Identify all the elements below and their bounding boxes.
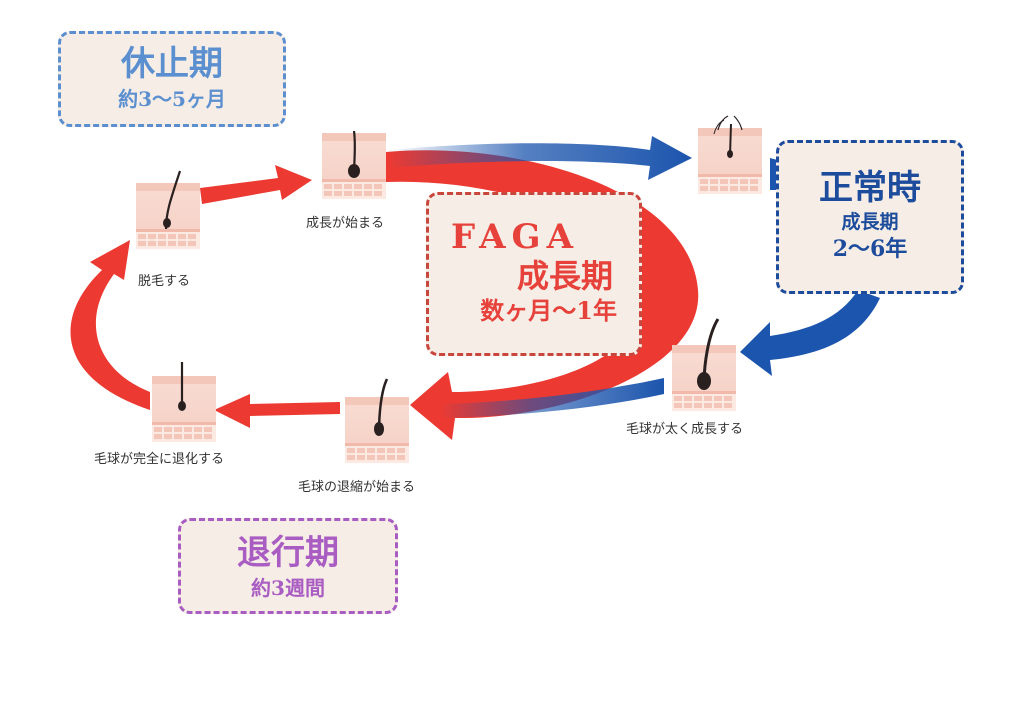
stage-icon-shrink-start: [345, 378, 409, 463]
arrow-thick-to-shrink: [440, 378, 664, 418]
arrow-regress-to-shed: [70, 240, 150, 410]
phase-title-rest: 休止期: [121, 44, 223, 84]
phase-box-regress: 退行期 約3週間: [178, 518, 398, 614]
phase-duration-normal: 2〜6年: [832, 236, 908, 262]
stage-icon-normal: [698, 115, 762, 194]
phase-box-rest: 休止期 約3〜5ヶ月: [58, 31, 286, 127]
phase-duration-faga: 数ヶ月〜1年: [480, 296, 617, 325]
stage-icon-thick-growth: [672, 318, 736, 411]
phase-title-normal: 正常時: [819, 168, 921, 208]
stage-icon-shed: [136, 170, 200, 249]
stage-icon-full-regress: [152, 362, 216, 442]
arrow-shed-to-growth: [200, 165, 312, 204]
stage-label-shed: 脱毛する: [138, 274, 191, 289]
stage-icon-growth-start: [322, 130, 386, 199]
phase-subtitle-faga: 成長期: [516, 257, 613, 295]
phase-subtitle-normal: 成長期: [841, 211, 899, 233]
phase-title-regress: 退行期: [237, 533, 339, 573]
arrow-shrink-to-regress: [214, 394, 340, 428]
phase-box-faga: FAGA 成長期 数ヶ月〜1年: [426, 192, 642, 356]
stage-label-thick-growth: 毛球が太く成長する: [626, 422, 744, 437]
phase-duration-rest: 約3〜5ヶ月: [118, 87, 226, 111]
phase-title-faga: FAGA: [451, 217, 579, 257]
stage-label-full-regress: 毛球が完全に退化する: [94, 452, 225, 467]
phase-duration-regress: 約3週間: [251, 576, 325, 600]
arrow-growth-to-normal: [388, 136, 692, 180]
stage-label-shrink-start: 毛球の退縮が始まる: [298, 480, 416, 495]
phase-box-normal: 正常時 成長期 2〜6年: [776, 140, 964, 294]
stage-label-growth-start: 成長が始まる: [306, 216, 385, 231]
arrow-normal-down: [740, 290, 880, 376]
